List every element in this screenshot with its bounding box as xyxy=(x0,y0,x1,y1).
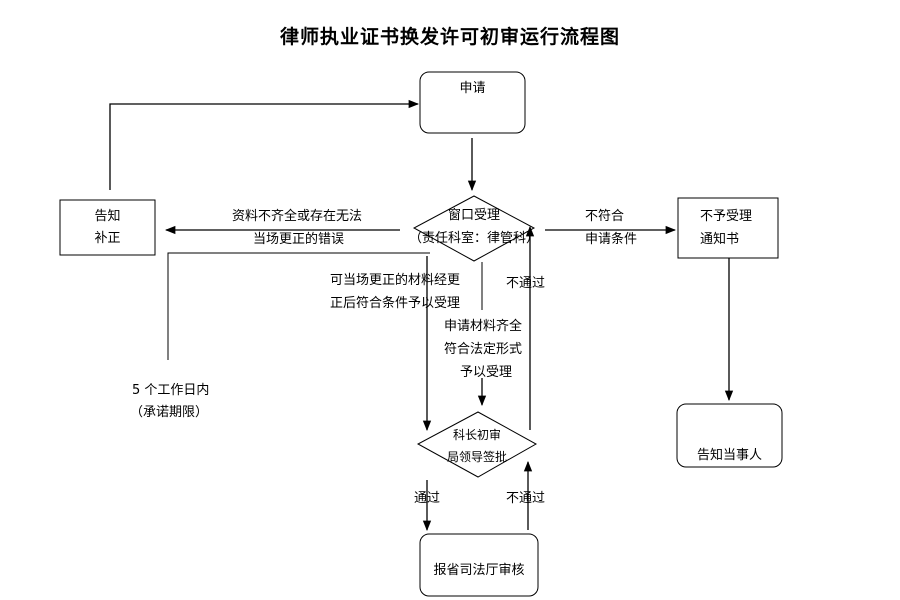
deadline-label-1: 5 个工作日内 xyxy=(132,383,210,398)
review-diamond xyxy=(416,411,538,478)
notify-correct-label-2: 补正 xyxy=(94,231,121,246)
pass-label: 通过 xyxy=(414,491,441,506)
not-meet-label-1: 不符合 xyxy=(585,209,625,224)
report-dept-label: 报省司法厅审核 xyxy=(433,563,525,578)
corrected-label-2: 正后符合条件予以受理 xyxy=(330,296,461,311)
apply-box xyxy=(419,71,526,134)
reject-notice-label-2: 通知书 xyxy=(700,232,740,247)
apply-label: 申请 xyxy=(459,81,486,96)
fail-lower-label: 不通过 xyxy=(506,491,546,506)
complete-label-3: 予以受理 xyxy=(460,365,513,380)
window-accept-dept-label: （责任科室：律管科） xyxy=(408,231,539,246)
incomplete-label-1: 资料不齐全或存在无法 xyxy=(232,209,363,224)
reject-notice-label-1: 不予受理 xyxy=(700,209,753,224)
window-accept-label: 窗口受理 xyxy=(447,208,500,223)
edge-deadline-bracket xyxy=(167,252,430,360)
complete-label-1: 申请材料齐全 xyxy=(444,319,523,334)
reject-notice-box xyxy=(677,197,779,259)
page-title: 律师执业证书换发许可初审运行流程图 xyxy=(279,26,620,48)
inform-party-label: 告知当事人 xyxy=(696,448,762,463)
deadline-label-2: （承诺期限） xyxy=(130,405,209,420)
review-label-1: 科长初审 xyxy=(452,428,501,442)
window-accept-diamond xyxy=(412,195,536,262)
complete-label-2: 符合法定形式 xyxy=(444,342,523,357)
incomplete-label-2: 当场更正的错误 xyxy=(253,232,345,247)
corrected-label-1: 可当场更正的材料经更 xyxy=(330,273,461,288)
review-label-2: 局领导签批 xyxy=(446,450,507,464)
notify-correct-label-1: 告知 xyxy=(94,209,121,224)
notify-correct-box xyxy=(59,199,156,256)
report-dept-box xyxy=(419,533,539,597)
not-meet-label-2: 申请条件 xyxy=(585,232,638,247)
edge-notify-to-apply xyxy=(109,99,420,190)
fail-upper-label: 不通过 xyxy=(506,276,546,291)
inform-party-box xyxy=(676,403,783,468)
